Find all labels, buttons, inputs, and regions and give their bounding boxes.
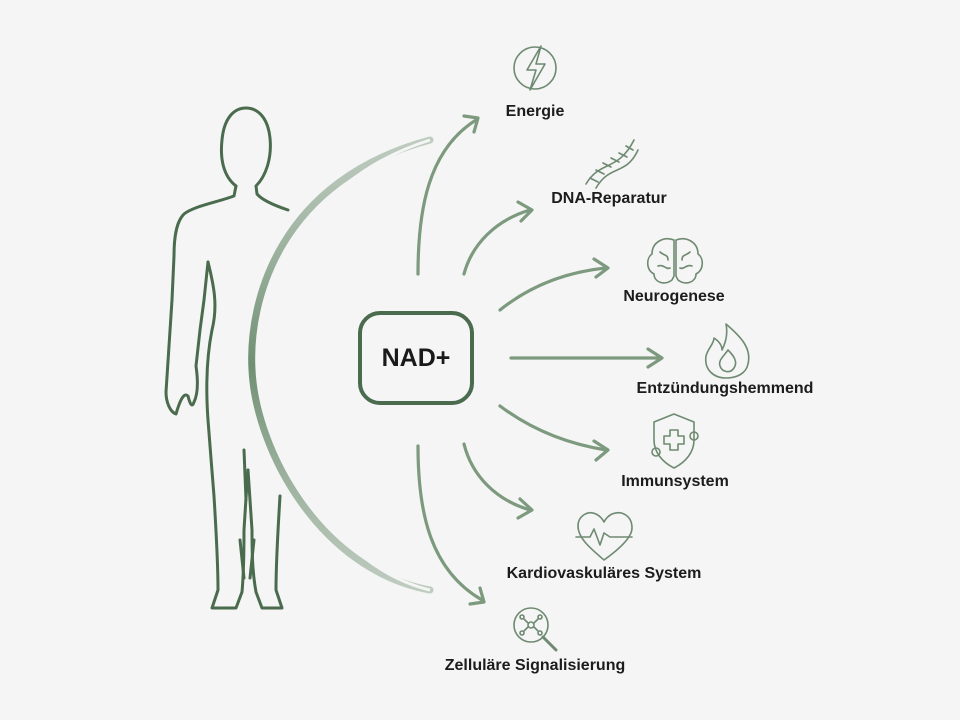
arrow-neurogenese <box>498 257 610 312</box>
label-neurogenese: Neurogenese <box>623 288 725 305</box>
arrow-energie <box>416 114 480 276</box>
brain-icon <box>646 238 704 284</box>
arrow-immunsystem <box>498 404 610 462</box>
arc <box>248 136 434 594</box>
center-label: NAD+ <box>381 343 451 372</box>
dna-icon <box>585 139 639 189</box>
label-immunsystem: Immunsystem <box>621 473 729 490</box>
label-entzuendungshemmend: Entzündungshemmend <box>636 380 814 397</box>
flame-icon <box>704 323 750 379</box>
label-zellulaere-signalisierung: Zelluläre Signalisierung <box>444 657 626 674</box>
human-silhouette-icon <box>164 106 290 610</box>
arrow-entzuendungshemmend <box>509 347 664 369</box>
heart-pulse-icon <box>575 511 633 561</box>
arrow-dna-reparatur <box>462 200 534 276</box>
lightning-icon <box>513 45 557 91</box>
cell-magnifier-icon <box>513 607 558 652</box>
nad-center-node: NAD+ <box>358 311 474 405</box>
label-energie: Energie <box>505 103 565 120</box>
label-kardiovaskulaeres-system: Kardiovaskuläres System <box>506 565 702 582</box>
shield-icon <box>651 413 699 469</box>
arrow-kardiovaskulaeres-system <box>462 442 534 520</box>
label-dna-reparatur: DNA-Reparatur <box>551 190 667 207</box>
arrow-zellulaere-signalisierung <box>416 444 486 606</box>
